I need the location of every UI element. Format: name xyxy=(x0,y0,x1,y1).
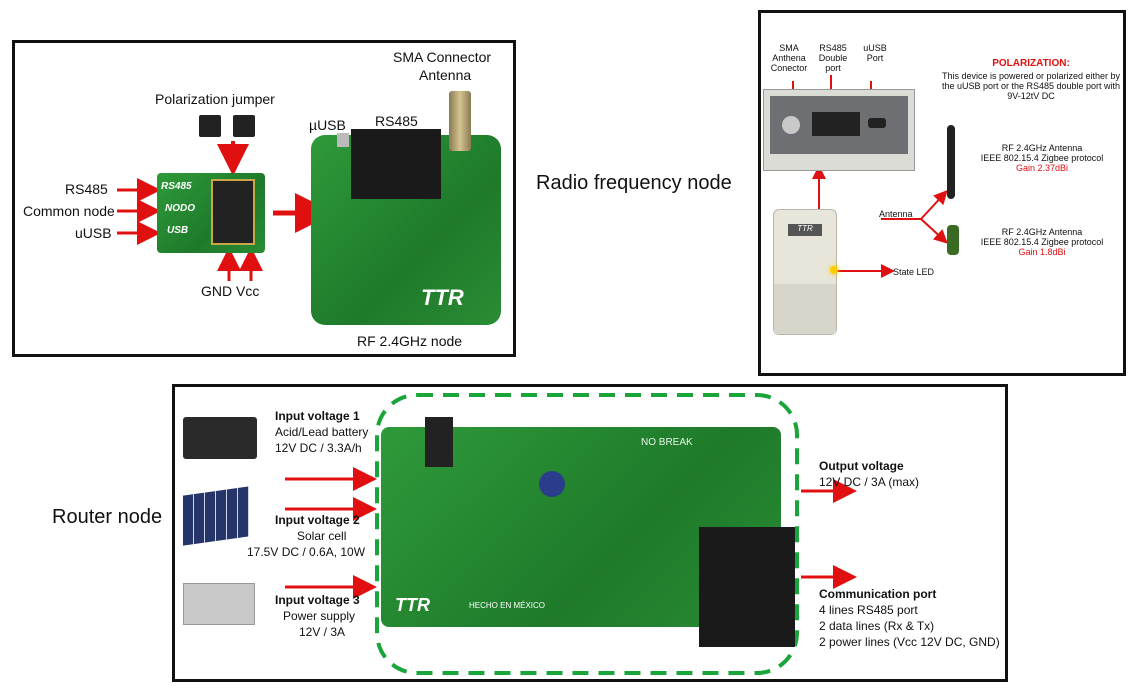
radio-frequency-node-title: Radio frequency node xyxy=(536,172,732,194)
input2-line2: 17.5V DC / 0.6A, 10W xyxy=(247,545,366,559)
pcb-label-rs485: RS485 xyxy=(161,181,192,192)
board-brand: TTR xyxy=(421,285,464,310)
router-board: NO BREAK TTR HECHO EN MÉXICO xyxy=(381,417,795,647)
board-brand-router: TTR xyxy=(395,595,430,615)
antenna2-line2: IEEE 802.15.4 Zigbee protocol xyxy=(980,237,1104,247)
input1-title: Input voltage 1 xyxy=(275,409,360,423)
board-mx: HECHO EN MÉXICO xyxy=(469,601,546,610)
input3-line2: 12V / 3A xyxy=(299,625,346,639)
antenna1-image xyxy=(947,125,955,199)
router-panel: Input voltage 1 Acid/Lead battery 12V DC… xyxy=(172,384,1008,682)
gnd-vcc-label: GND Vcc xyxy=(201,283,260,299)
side-label-rs485: RS485 xyxy=(65,181,108,197)
node-enclosure: TTR xyxy=(773,209,838,335)
side-label-uusb: uUSB xyxy=(75,225,112,241)
power-supply-image xyxy=(183,583,255,625)
solar-cell-image xyxy=(183,486,249,546)
jumper-header xyxy=(211,179,255,245)
antenna2-gain: Gain 1.8dBi xyxy=(1018,247,1066,257)
output-line1: 12V DC / 3A (max) xyxy=(819,475,920,489)
rf-node-panel: RS485 Common node uUSB Polarization jump… xyxy=(12,40,516,357)
uusb-port-label: uUSB Port xyxy=(863,43,887,63)
state-led-icon xyxy=(830,266,838,274)
antenna1-line1: RF 2.4GHz Antenna xyxy=(1001,143,1083,153)
enclosure-panel: SMA Anthena Conector RS485 Double port u… xyxy=(758,10,1126,376)
antenna2-line1: RF 2.4GHz Antenna xyxy=(1001,227,1083,237)
antenna1-line2: IEEE 802.15.4 Zigbee protocol xyxy=(980,153,1104,163)
polarization-title: POLARIZATION: xyxy=(992,58,1070,69)
comm-connector xyxy=(699,527,795,647)
comm-title: Communication port xyxy=(819,587,937,601)
common-node-pcb: RS485 NODO USB xyxy=(157,173,265,253)
rs485-port-icon xyxy=(812,112,860,136)
sma-port-icon xyxy=(782,116,800,134)
regulator xyxy=(425,417,453,467)
comm-line1: 4 lines RS485 port xyxy=(819,603,918,617)
pcb-label-nodo: NODO xyxy=(165,203,195,214)
rf-node-caption: RF 2.4GHz node xyxy=(357,333,463,349)
rs485-connector xyxy=(351,129,441,199)
pcb-label-usb: USB xyxy=(167,225,189,236)
state-led-label: State LED xyxy=(893,267,935,277)
input1-line2: 12V DC / 3.3A/h xyxy=(275,441,362,455)
port-closeup xyxy=(763,89,915,171)
input2-title: Input voltage 2 xyxy=(275,513,360,527)
sma-label-line1: SMA Connector xyxy=(393,49,492,65)
jumper-image-2 xyxy=(233,115,255,137)
jumper-label: Polarization jumper xyxy=(155,91,275,107)
sma-anthena-label: SMA Anthena Conector xyxy=(770,43,808,73)
input1-line1: Acid/Lead battery xyxy=(275,425,369,439)
router-arrows xyxy=(285,393,857,675)
jumper-image xyxy=(199,115,221,137)
input2-line1: Solar cell xyxy=(297,529,347,543)
board-title: NO BREAK xyxy=(641,437,693,448)
side-label-common-node: Common node xyxy=(23,203,115,219)
battery-image xyxy=(183,417,257,459)
router-node-title: Router node xyxy=(52,506,163,528)
antenna-label: Antenna xyxy=(879,209,913,219)
rs485-double-port-label: RS485 Double port xyxy=(818,43,848,73)
rf-node-board: TTR xyxy=(311,91,501,325)
usb-connector xyxy=(337,133,349,147)
comm-line3: 2 power lines (Vcc 12V DC, GND) xyxy=(819,635,1000,649)
output-title: Output voltage xyxy=(819,459,904,473)
polarization-text: This device is powered or polarized eith… xyxy=(941,71,1121,101)
antenna1-gain: Gain 2.37dBi xyxy=(1015,163,1069,173)
rf-node-arrows xyxy=(117,141,335,281)
sma-connector xyxy=(449,91,471,151)
antenna2-image xyxy=(947,225,959,255)
usb-label: µUSB xyxy=(309,117,346,133)
capacitor xyxy=(539,471,565,497)
comm-line2: 2 data lines (Rx & Tx) xyxy=(819,619,935,633)
input3-line1: Power supply xyxy=(283,609,356,623)
input3-title: Input voltage 3 xyxy=(275,593,360,607)
uusb-port-icon xyxy=(868,118,886,128)
case-brand: TTR xyxy=(788,224,822,236)
rs485-label: RS485 xyxy=(375,113,418,129)
sma-label-line2: Antenna xyxy=(419,67,472,83)
